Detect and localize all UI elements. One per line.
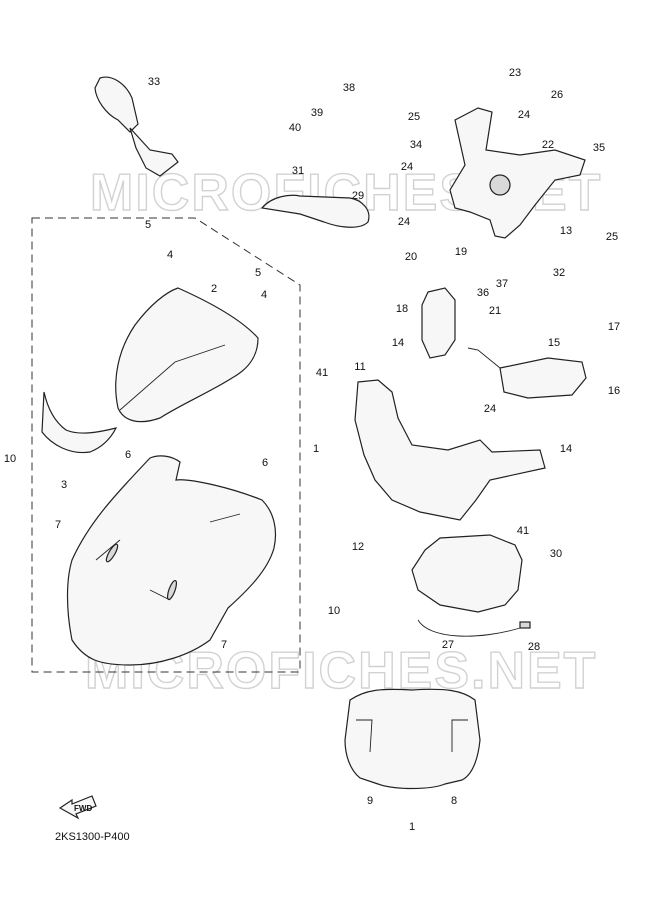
- side-cover-part: [260, 194, 370, 228]
- callout-14-2: 14: [560, 443, 572, 455]
- callout-21: 21: [489, 305, 501, 317]
- stay-bracket-part: [449, 107, 586, 239]
- turn-signal-part: [499, 357, 587, 399]
- callout-32: 32: [553, 267, 565, 279]
- callout-1: 1: [313, 443, 319, 455]
- callout-26: 26: [551, 89, 563, 101]
- inner-trim-part: [41, 391, 118, 454]
- callout-37: 37: [496, 278, 508, 290]
- front-cowling-part: [66, 455, 277, 666]
- cowling-slot: [105, 543, 119, 563]
- callout-41-2: 41: [517, 525, 529, 537]
- fwd-arrow: FWD: [58, 795, 97, 820]
- callout-4: 4: [167, 249, 173, 261]
- callout-labels: 1123445566778910101112131414151617181920…: [4, 67, 620, 833]
- callout-10-2: 10: [328, 605, 340, 617]
- callout-8: 8: [451, 795, 457, 807]
- callout-5-2: 5: [255, 267, 261, 279]
- callout-31: 31: [292, 165, 304, 177]
- callout-29: 29: [352, 190, 364, 202]
- callout-14: 14: [392, 337, 404, 349]
- headlight-housing-part: [354, 379, 546, 521]
- callout-24-2: 24: [401, 161, 413, 173]
- callout-3: 3: [61, 479, 67, 491]
- callout-15: 15: [548, 337, 560, 349]
- callout-41: 41: [316, 367, 328, 379]
- callout-6-2: 6: [262, 457, 268, 469]
- callout-16: 16: [608, 385, 620, 397]
- callout-7-2: 7: [221, 639, 227, 651]
- callout-34: 34: [410, 139, 422, 151]
- callout-18: 18: [396, 303, 408, 315]
- lower-cowling-part: [344, 688, 481, 790]
- callout-33: 33: [148, 76, 160, 88]
- callout-30: 30: [550, 548, 562, 560]
- headlight-assembly-part: [411, 534, 523, 613]
- callout-13: 13: [560, 225, 572, 237]
- cowling-slot-2: [166, 579, 178, 601]
- callout-12: 12: [352, 541, 364, 553]
- callout-1-2: 1: [409, 821, 415, 833]
- callout-6: 6: [125, 449, 131, 461]
- callout-4-2: 4: [261, 289, 267, 301]
- connector: [519, 621, 531, 629]
- diagram-code: 2KS1300-P400: [55, 831, 130, 843]
- callout-10: 10: [4, 453, 16, 465]
- windscreen-part: [115, 287, 259, 423]
- callout-23: 23: [509, 67, 521, 79]
- callout-40: 40: [289, 122, 301, 134]
- callout-25: 25: [408, 111, 420, 123]
- callout-9: 9: [367, 795, 373, 807]
- callout-24-4: 24: [484, 403, 496, 415]
- fwd-label: FWD: [74, 804, 92, 813]
- callout-28: 28: [528, 641, 540, 653]
- callout-35: 35: [593, 142, 605, 154]
- callout-19: 19: [455, 246, 467, 258]
- callout-27: 27: [442, 639, 454, 651]
- callout-36: 36: [477, 287, 489, 299]
- mirror-part: [94, 76, 179, 177]
- callout-24: 24: [518, 109, 530, 121]
- callout-39: 39: [311, 107, 323, 119]
- assembly-boundary: [31, 217, 301, 673]
- bracket-hole: [489, 174, 511, 196]
- callout-7: 7: [55, 519, 61, 531]
- support-bracket-part: [421, 287, 456, 359]
- callout-38: 38: [343, 82, 355, 94]
- callout-24-3: 24: [398, 216, 410, 228]
- callout-22: 22: [542, 139, 554, 151]
- callout-17: 17: [608, 321, 620, 333]
- callout-2: 2: [211, 283, 217, 295]
- callout-20: 20: [405, 251, 417, 263]
- callout-5: 5: [145, 219, 151, 231]
- callout-25-2: 25: [606, 231, 618, 243]
- callout-11: 11: [354, 361, 365, 373]
